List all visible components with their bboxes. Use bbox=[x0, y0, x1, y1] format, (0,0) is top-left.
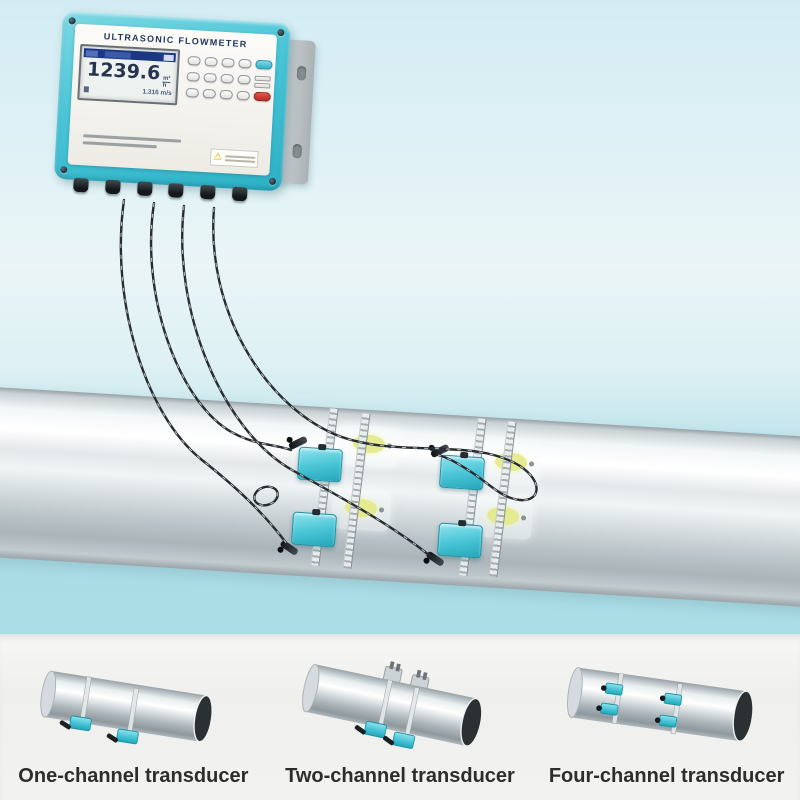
transducer-upper-right bbox=[428, 443, 486, 491]
key-button bbox=[254, 82, 271, 89]
status-segment bbox=[83, 85, 89, 92]
screw-icon bbox=[277, 28, 285, 37]
key-button bbox=[204, 56, 218, 67]
product-four-channel: Four-channel transducer bbox=[533, 634, 800, 800]
flow-unit: m³ h bbox=[162, 76, 171, 89]
product-label: One-channel transducer bbox=[18, 765, 249, 787]
cable-gland bbox=[104, 179, 121, 195]
product-label: Two-channel transducer bbox=[285, 765, 515, 787]
product-two-channel: Two-channel transducer bbox=[267, 634, 534, 800]
key-button bbox=[254, 75, 271, 82]
warning-sticker: ⚠ bbox=[209, 148, 259, 169]
warning-icon: ⚠ bbox=[212, 151, 223, 163]
four-channel-image bbox=[566, 667, 754, 742]
unit-denominator: h bbox=[162, 81, 171, 89]
screw-icon bbox=[68, 17, 76, 25]
key-button bbox=[185, 87, 200, 98]
screw-dot bbox=[520, 515, 527, 521]
bracket-hole bbox=[296, 66, 307, 81]
installation-scene: ULTRASONIC FLOWMETER 1239.6 m bbox=[0, 0, 800, 634]
device-case: ULTRASONIC FLOWMETER 1239.6 m bbox=[53, 10, 291, 202]
one-channel-image bbox=[40, 670, 214, 745]
cable-gland bbox=[168, 183, 185, 198]
screw-icon bbox=[60, 166, 68, 174]
status-segment bbox=[85, 49, 98, 57]
key-button bbox=[221, 57, 235, 68]
cable-glands bbox=[73, 177, 248, 202]
key-button bbox=[237, 74, 251, 85]
status-segment bbox=[104, 50, 131, 59]
transducer-body bbox=[296, 446, 344, 483]
far-side-transducer bbox=[338, 424, 400, 468]
cable-gland bbox=[73, 177, 89, 193]
transducer-variants-strip: One-channel transducer bbox=[0, 634, 800, 800]
lcd-display: 1239.6 m³ h 1.316 m/s bbox=[77, 43, 181, 106]
key-button bbox=[202, 88, 216, 99]
nameplate: ⚠ bbox=[76, 128, 263, 170]
clamp-bolt bbox=[312, 508, 321, 516]
keypad bbox=[177, 50, 273, 111]
sticker-text-lines bbox=[225, 153, 256, 165]
cable-gland bbox=[200, 184, 216, 200]
clamp-bolt bbox=[460, 451, 469, 459]
far-side-transducer bbox=[330, 488, 392, 532]
key-button bbox=[236, 90, 250, 101]
key-button bbox=[220, 73, 234, 84]
nameplate-text-line bbox=[82, 141, 157, 149]
status-badge bbox=[163, 54, 174, 61]
bracket-hole bbox=[292, 143, 303, 159]
key-button bbox=[203, 72, 217, 83]
screw-icon bbox=[268, 177, 277, 186]
transducer-lower-right bbox=[423, 519, 484, 568]
main-pipe bbox=[0, 386, 800, 609]
clamp-bolt bbox=[318, 443, 327, 451]
transducer-body bbox=[436, 522, 484, 559]
product-label: Four-channel transducer bbox=[548, 765, 785, 787]
product-one-channel: One-channel transducer bbox=[0, 634, 267, 800]
screw-dot bbox=[528, 461, 535, 467]
transducer-lower-left bbox=[277, 508, 338, 557]
velocity-readout: 1.316 m/s bbox=[142, 88, 172, 98]
key-button bbox=[238, 58, 252, 69]
key-button bbox=[219, 89, 233, 100]
screw-dot bbox=[386, 443, 393, 449]
clamp-bolt bbox=[458, 519, 467, 527]
key-button bbox=[187, 55, 201, 66]
cable-gland bbox=[231, 186, 248, 202]
flow-readout: 1239.6 m³ h bbox=[82, 58, 175, 89]
panel-main: 1239.6 m³ h 1.316 m/s bbox=[77, 43, 273, 111]
front-panel: ULTRASONIC FLOWMETER 1239.6 m bbox=[67, 23, 278, 176]
flowmeter-device: ULTRASONIC FLOWMETER 1239.6 m bbox=[53, 10, 316, 202]
transducer-upper-left bbox=[286, 435, 344, 483]
transducer-body bbox=[438, 454, 486, 491]
screw-dot bbox=[378, 507, 385, 513]
run-key bbox=[255, 59, 273, 70]
transducer-body bbox=[290, 511, 338, 548]
product-row: One-channel transducer bbox=[0, 634, 800, 800]
cable-gland bbox=[136, 181, 153, 197]
two-channel-image bbox=[302, 661, 483, 749]
key-button bbox=[186, 71, 200, 82]
enter-key bbox=[253, 91, 271, 102]
arrow-keys bbox=[254, 75, 272, 89]
flow-value: 1239.6 bbox=[86, 58, 161, 85]
